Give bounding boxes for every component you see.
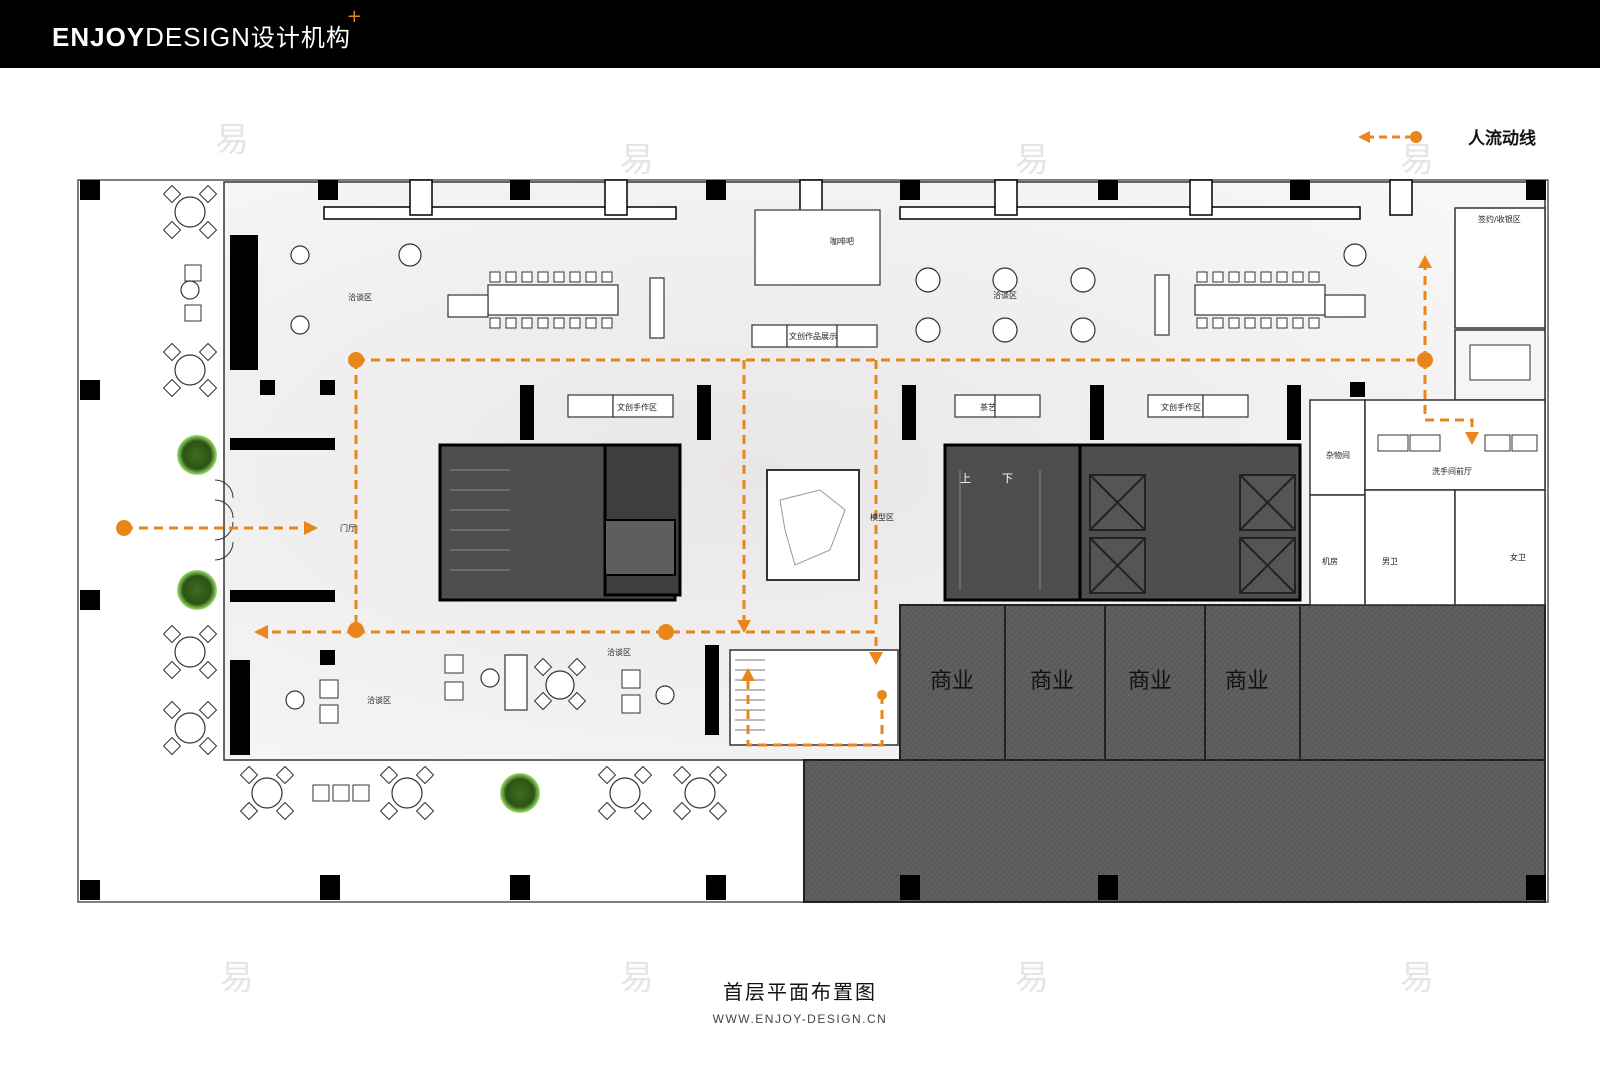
entrance-doors: [214, 479, 234, 561]
label-shop-4: 商业: [1225, 669, 1269, 694]
male-toilet: [1364, 489, 1456, 606]
north-wall: [323, 179, 1413, 220]
label-lounge-2: 洽谈区: [607, 647, 631, 657]
model-area: [766, 469, 860, 581]
label-female: 女卫: [1510, 552, 1526, 562]
label-rest: 洽谈区: [348, 292, 372, 302]
label-sign: 签约/收银区: [1478, 214, 1521, 224]
plan-labels: 商业 商业 商业 商业 上 下 洽谈区 咖啡吧 文创作品展示 文创手作区 文创手…: [340, 214, 1526, 705]
label-showcase: 文创作品展示: [789, 331, 837, 341]
website-url: WWW.ENJOY-DESIGN.CN: [712, 1012, 888, 1026]
bottom-stair: [729, 649, 899, 746]
label-lounge-1: 洽谈区: [993, 290, 1017, 300]
label-wash: 洗手间前厅: [1432, 466, 1472, 476]
brand-light: DESIGN: [145, 22, 251, 52]
label-coffee: 咖啡吧: [830, 236, 854, 246]
tables: [447, 209, 1366, 711]
columns: [80, 180, 1546, 900]
label-lounge-3: 洽谈区: [367, 695, 391, 705]
label-up: 上: [960, 472, 971, 485]
label-shop-1: 商业: [930, 669, 974, 694]
plants: [177, 435, 540, 813]
flow-markers: [116, 255, 1479, 700]
label-male: 男卫: [1382, 557, 1398, 566]
legend-arrow-icon: [1358, 131, 1422, 143]
round-table-chairs: [162, 184, 728, 821]
commercial-partitions: [804, 605, 1545, 761]
brand-plus: +: [346, 6, 363, 27]
brand-cn: 设计机构: [250, 24, 351, 52]
brand-logo: ENJOYDESIGN设计机构 +: [52, 6, 362, 53]
label-craft-2: 文创手作区: [1161, 402, 1201, 412]
brand-bold: ENJOY: [52, 22, 146, 52]
label-shop-2: 商业: [1030, 669, 1074, 694]
plan-title: 首层平面布置图: [723, 980, 877, 1004]
label-down: 下: [1002, 472, 1013, 485]
label-hall: 门厅: [340, 523, 356, 533]
label-craft-1: 文创手作区: [617, 402, 657, 412]
commercial-area: [803, 604, 1546, 903]
legend: 人流动线: [1358, 122, 1558, 152]
female-toilet: [1454, 489, 1546, 606]
storage-room: [1309, 399, 1366, 496]
label-storage: 杂物间: [1326, 450, 1350, 460]
header-bar: ENJOYDESIGN设计机构 +: [0, 0, 1600, 68]
flow-lines: [124, 265, 1474, 747]
legend-label: 人流动线: [1468, 129, 1536, 149]
label-tea: 茶艺: [980, 402, 996, 412]
label-shop-3: 商业: [1128, 669, 1172, 694]
label-model: 模型区: [870, 512, 894, 522]
sign-room: [1454, 207, 1546, 329]
round-tables: [174, 196, 1367, 809]
machine-room: [1309, 494, 1366, 606]
stair-core: [943, 443, 1082, 602]
label-machine: 机房: [1322, 556, 1338, 566]
